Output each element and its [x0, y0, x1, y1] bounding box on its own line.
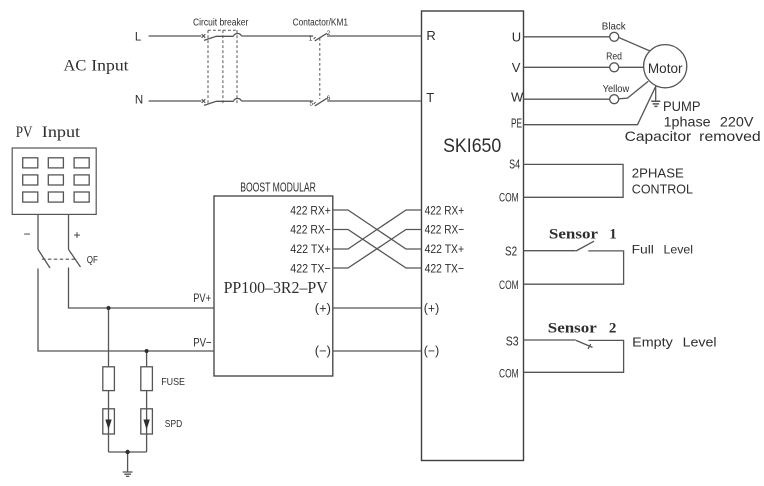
svg-text:1: 1: [309, 35, 313, 42]
svg-text:removed: removed: [699, 129, 761, 144]
svg-text:PE: PE: [511, 116, 522, 131]
svg-text:422 TX+: 422 TX+: [290, 242, 331, 256]
svg-text:QF: QF: [87, 254, 98, 266]
svg-text:PUMP: PUMP: [663, 99, 701, 114]
svg-text:Circuit breaker: Circuit breaker: [193, 18, 249, 29]
svg-text:422 RX−: 422 RX−: [425, 223, 465, 237]
svg-text:220V: 220V: [720, 113, 754, 129]
svg-text:FUSE: FUSE: [161, 376, 185, 388]
svg-text:Capacitor: Capacitor: [625, 129, 692, 144]
svg-text:Motor: Motor: [648, 60, 683, 76]
svg-text:1phase: 1phase: [664, 113, 711, 129]
svg-text:PV+: PV+: [193, 291, 211, 305]
svg-text:422 TX−: 422 TX−: [425, 261, 465, 275]
svg-text:PV: PV: [16, 124, 33, 141]
svg-text:Empty: Empty: [632, 336, 673, 350]
svg-text:U: U: [512, 30, 521, 45]
svg-text:PP100–3R2–PV: PP100–3R2–PV: [224, 278, 329, 297]
svg-text:(+): (+): [424, 301, 439, 315]
svg-text:S4: S4: [509, 157, 520, 172]
svg-text:422 TX−: 422 TX−: [290, 261, 331, 275]
svg-text:AC: AC: [64, 58, 87, 75]
svg-text:Red: Red: [606, 50, 622, 62]
svg-text:Level: Level: [664, 243, 694, 257]
svg-text:S3: S3: [506, 333, 519, 348]
svg-text:+: +: [74, 228, 81, 242]
svg-text:6: 6: [327, 95, 331, 102]
svg-text:SPD: SPD: [165, 418, 183, 430]
svg-text:CONTROL: CONTROL: [632, 181, 693, 196]
svg-text:Full: Full: [632, 243, 654, 257]
svg-text:5: 5: [310, 101, 314, 108]
svg-text:422 TX+: 422 TX+: [425, 242, 465, 256]
svg-text:(−): (−): [424, 344, 439, 358]
svg-text:BOOST MODULAR: BOOST MODULAR: [240, 180, 316, 194]
svg-text:L: L: [135, 32, 142, 44]
svg-text:2: 2: [327, 30, 331, 37]
svg-text:422 RX+: 422 RX+: [425, 203, 465, 217]
svg-text:COM: COM: [499, 278, 519, 292]
svg-text:Sensor: Sensor: [549, 227, 598, 243]
svg-text:Sensor: Sensor: [548, 320, 597, 336]
svg-text:−: −: [24, 227, 31, 241]
svg-text:N: N: [135, 95, 143, 107]
svg-text:COM: COM: [499, 191, 519, 205]
svg-text:PV−: PV−: [193, 335, 211, 349]
svg-text:Input: Input: [42, 124, 81, 141]
svg-text:Yellow: Yellow: [603, 83, 630, 95]
svg-text:R: R: [426, 28, 435, 43]
svg-text:422 RX−: 422 RX−: [290, 223, 331, 237]
svg-text:422 RX+: 422 RX+: [290, 203, 331, 217]
svg-text:(−): (−): [315, 344, 331, 358]
svg-text:T: T: [426, 90, 434, 105]
svg-text:Black: Black: [602, 21, 627, 33]
svg-text:2: 2: [609, 320, 617, 336]
svg-text:Input: Input: [91, 58, 129, 75]
svg-text:V: V: [512, 60, 521, 75]
svg-text:2PHASE: 2PHASE: [632, 166, 684, 181]
svg-text:Level: Level: [683, 336, 717, 350]
svg-text:SKI650: SKI650: [443, 136, 501, 157]
svg-text:Contactor/KM1: Contactor/KM1: [293, 18, 349, 29]
svg-text:W: W: [511, 90, 524, 105]
svg-text:(+): (+): [315, 301, 331, 315]
svg-text:S2: S2: [505, 243, 517, 258]
svg-text:1: 1: [609, 227, 617, 243]
svg-text:COM: COM: [499, 367, 519, 381]
